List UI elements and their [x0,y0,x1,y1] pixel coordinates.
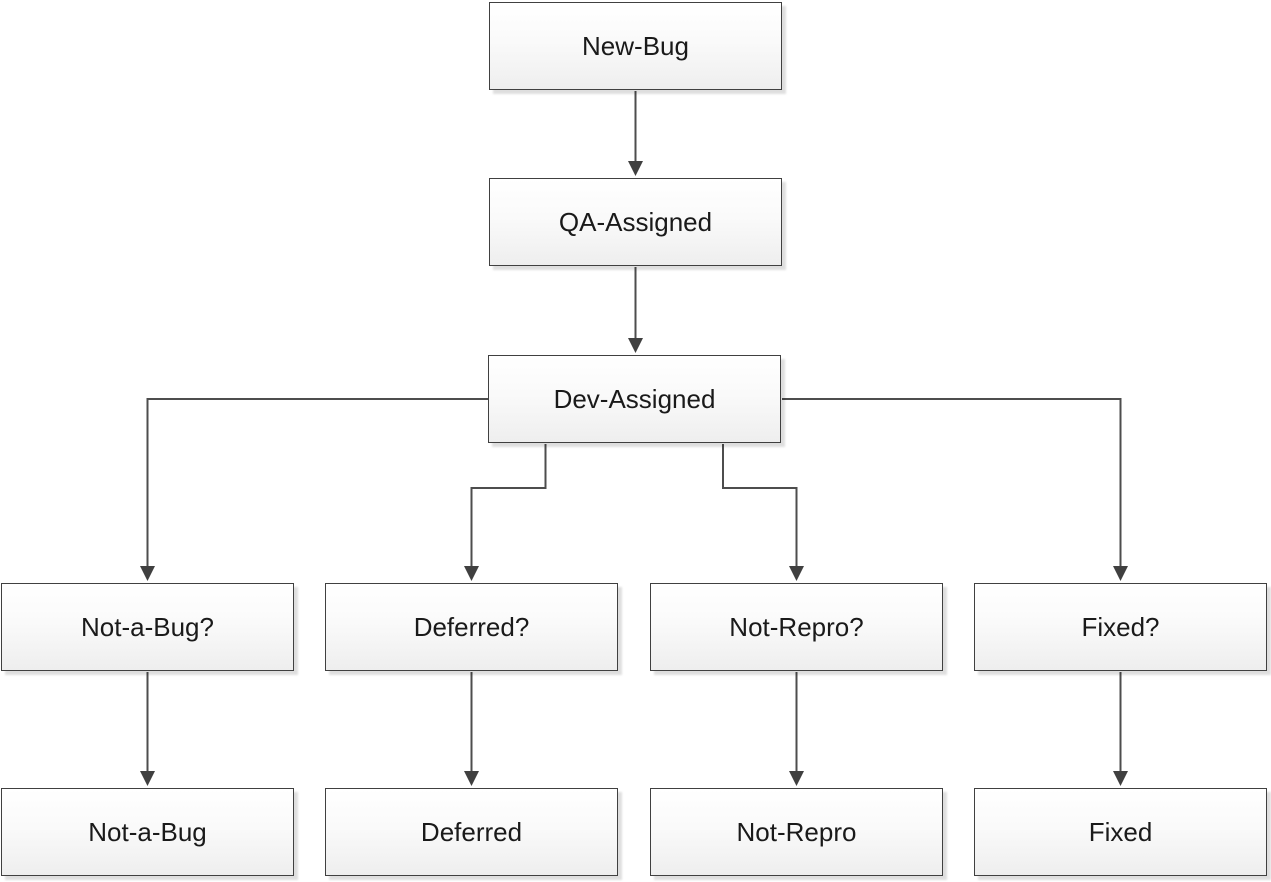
node-qa-assigned-label: QA-Assigned [558,206,713,237]
node-not-repro-question-label: Not-Repro? [729,611,864,642]
node-not-repro-question: Not-Repro? [650,583,943,671]
node-deferred: Deferred [325,788,618,876]
node-deferred-label: Deferred [420,816,523,847]
node-deferred-question-label: Deferred? [413,611,530,642]
node-qa-assigned: QA-Assigned [489,178,782,266]
node-not-a-bug: Not-a-Bug [1,788,294,876]
node-deferred-question: Deferred? [325,583,618,671]
node-not-repro-label: Not-Repro [736,816,857,847]
node-not-a-bug-label: Not-a-Bug [88,816,207,847]
node-fixed-question: Fixed? [974,583,1267,671]
node-fixed-label: Fixed [1088,816,1153,847]
connector-dev-assigned-to-not-a-bug-q [140,398,488,581]
node-fixed-question-label: Fixed? [1081,611,1160,642]
node-new-bug-label: New-Bug [582,30,689,61]
node-fixed: Fixed [974,788,1267,876]
node-not-a-bug-question-label: Not-a-Bug? [81,611,214,642]
node-not-a-bug-question: Not-a-Bug? [1,583,294,671]
node-dev-assigned-label: Dev-Assigned [553,383,716,414]
connector-dev-assigned-to-deferred-q [464,444,547,581]
connector-dev-assigned-to-not-repro-q [722,444,804,581]
connector-dev-assigned-to-fixed-q [782,398,1128,581]
node-not-repro: Not-Repro [650,788,943,876]
node-new-bug: New-Bug [489,2,782,90]
node-dev-assigned: Dev-Assigned [488,355,781,443]
